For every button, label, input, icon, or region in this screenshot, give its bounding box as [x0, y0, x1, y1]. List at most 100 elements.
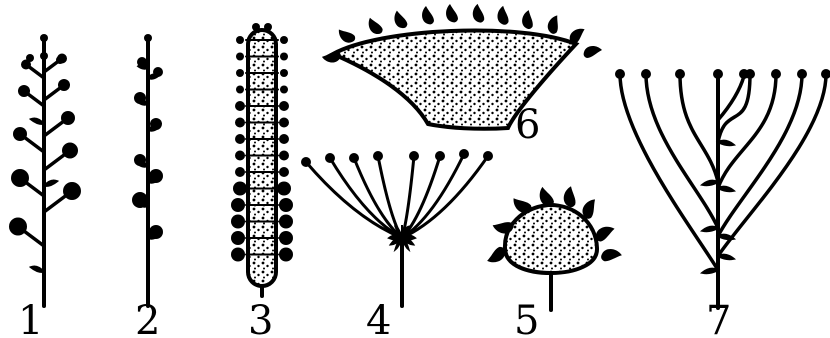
- receptacle-flower: [446, 4, 458, 22]
- corymb-bract: [718, 187, 734, 192]
- corymb-flower: [797, 69, 807, 79]
- spadix-flower: [231, 248, 245, 262]
- spadix-flower: [279, 198, 293, 212]
- spike-bract: [138, 203, 148, 207]
- umbel-flower: [301, 157, 311, 167]
- umbel-flower: [459, 149, 469, 159]
- corymb-bract: [718, 141, 734, 146]
- corymb-branch: [680, 74, 718, 182]
- receptacle-flower: [422, 6, 434, 24]
- spadix-flower: [277, 182, 291, 196]
- raceme-figure: [9, 34, 81, 306]
- corymb-flower: [675, 69, 685, 79]
- figure-label-3: 3: [248, 298, 273, 338]
- umbel-flower: [409, 151, 419, 161]
- corymb-figure: [615, 69, 830, 308]
- umbel-flower: [483, 151, 493, 161]
- spadix-top-flower: [252, 23, 260, 31]
- corymb-bract: [702, 269, 718, 274]
- receptacle-flower: [584, 46, 602, 58]
- figure-label-2: 2: [135, 298, 160, 338]
- spadix-flower: [279, 167, 289, 177]
- figure-label-7: 7: [706, 298, 731, 338]
- raceme-flower: [13, 127, 27, 141]
- spadix-flower: [235, 118, 245, 128]
- spadix-flower: [233, 182, 247, 196]
- spadix-flower: [235, 167, 245, 177]
- raceme-flower: [58, 79, 70, 91]
- raceme-top-bud: [56, 56, 64, 64]
- spadix-flower: [235, 134, 245, 144]
- spadix-flower: [236, 69, 244, 77]
- spadix-flower: [280, 53, 288, 61]
- receptacle-flower: [520, 9, 536, 30]
- spike-bract: [148, 75, 158, 79]
- head-flower: [562, 185, 580, 208]
- spadix-flower: [231, 231, 245, 245]
- corymb-bract: [702, 227, 718, 232]
- raceme-flower: [61, 111, 75, 125]
- spadix-flower: [231, 215, 245, 229]
- receptacle-flower: [393, 9, 408, 29]
- spadix-flower: [236, 36, 244, 44]
- corymb-branch: [718, 74, 750, 142]
- spike-top-bud: [144, 34, 152, 42]
- raceme-flower: [9, 218, 27, 236]
- corymb-flower: [739, 69, 749, 79]
- umbel-flower: [373, 151, 383, 161]
- raceme-top-bud: [26, 54, 34, 62]
- spadix-flower: [279, 215, 293, 229]
- spike-bract: [138, 65, 148, 69]
- receptacle-flower: [472, 4, 485, 23]
- corymb-branch: [718, 74, 802, 236]
- spadix-flower: [236, 53, 244, 61]
- spike-bract: [148, 235, 158, 239]
- corymb-flower: [615, 69, 625, 79]
- figure-label-1: 1: [18, 298, 43, 338]
- receptacle-flower: [336, 24, 357, 46]
- spike-bract: [138, 163, 148, 167]
- receptacle-figure: [321, 4, 602, 129]
- umbel-flower: [349, 153, 359, 163]
- spike-bract: [138, 101, 148, 105]
- head-flower: [594, 225, 617, 243]
- spadix-flower: [279, 118, 289, 128]
- receptacle-flower: [496, 5, 511, 25]
- figure-label-6: 6: [515, 102, 540, 148]
- spadix-flower: [279, 151, 289, 161]
- corymb-branch: [620, 74, 718, 270]
- figure-label-4: 4: [366, 298, 391, 338]
- spadix-top-flower: [264, 23, 272, 31]
- figure-label-5: 5: [514, 298, 539, 338]
- corymb-bract: [718, 255, 734, 260]
- raceme-top-bud: [40, 34, 48, 42]
- umbel-figure: [301, 149, 493, 306]
- spike-bract: [148, 127, 158, 131]
- spadix-figure: [231, 23, 293, 296]
- receptacle-flower: [545, 13, 565, 35]
- corymb-flower: [641, 69, 651, 79]
- spadix-flower: [235, 151, 245, 161]
- umbel-ray: [402, 156, 488, 238]
- raceme-flower: [18, 85, 30, 97]
- raceme-flower: [63, 182, 81, 200]
- spadix-flower: [279, 101, 289, 111]
- raceme-flower: [11, 169, 29, 187]
- spike-bract: [148, 179, 158, 183]
- spadix-flower: [280, 36, 288, 44]
- umbel-flower: [325, 153, 335, 163]
- umbel-flower: [435, 151, 445, 161]
- corymb-bract: [702, 181, 718, 186]
- spadix-flower: [236, 86, 244, 94]
- spadix-flower: [280, 69, 288, 77]
- head-flower: [538, 185, 554, 207]
- corymb-branch: [718, 74, 776, 188]
- spadix-flower: [231, 198, 245, 212]
- spadix-flower: [235, 101, 245, 111]
- corymb-flower: [821, 69, 830, 79]
- corymb-flower: [713, 69, 723, 79]
- spadix-flower: [279, 134, 289, 144]
- head-flower: [600, 247, 622, 263]
- receptacle-flower: [366, 15, 384, 36]
